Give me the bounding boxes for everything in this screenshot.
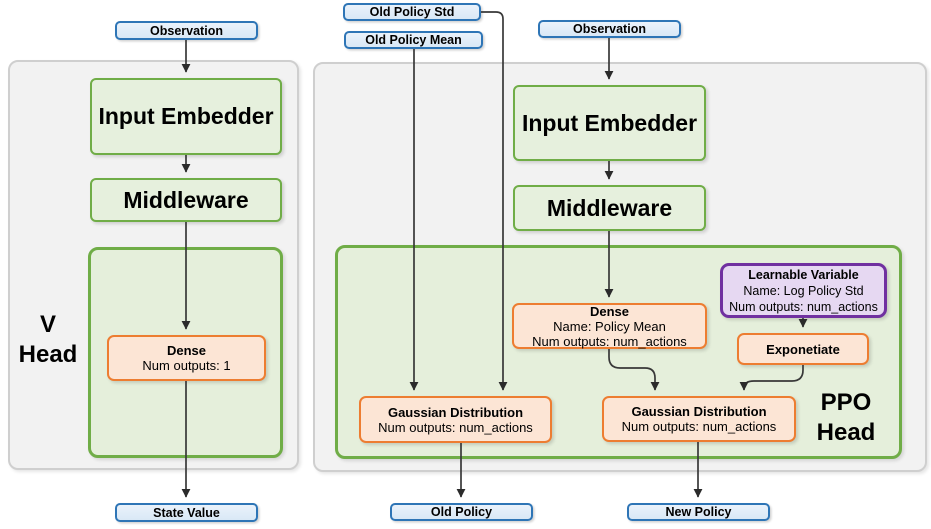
ppo-dense-name: Name: Policy Mean <box>553 318 666 334</box>
old-policy-pill: Old Policy <box>390 503 533 521</box>
state-value-label: State Value <box>153 505 220 520</box>
state-value-pill: State Value <box>115 503 258 522</box>
v-head-label-line2: Head <box>18 341 78 368</box>
exponetiate-label: Exponetiate <box>766 341 840 357</box>
old-policy-std-pill: Old Policy Std <box>343 3 481 21</box>
v-input-embedder-label: Input Embedder <box>98 103 274 129</box>
gaussian-old-title: Gaussian Distribution <box>387 404 524 420</box>
gaussian-old-num-outputs: Num outputs: num_actions <box>378 419 533 435</box>
gaussian-distribution-old-box: Gaussian Distribution Num outputs: num_a… <box>359 396 552 443</box>
old-policy-mean-label: Old Policy Mean <box>365 33 462 47</box>
v-observation-pill: Observation <box>115 21 258 40</box>
ppo-middleware-box: Middleware <box>513 185 706 231</box>
ppo-dense-num-outputs: Num outputs: num_actions <box>532 333 687 349</box>
v-input-embedder-box: Input Embedder <box>90 78 282 155</box>
ppo-input-embedder-box: Input Embedder <box>513 85 706 161</box>
learnable-variable-num-outputs: Num outputs: num_actions <box>729 299 878 314</box>
new-policy-label: New Policy <box>665 505 732 519</box>
learnable-variable-name: Name: Log Policy Std <box>743 283 864 298</box>
ppo-head-label-line1: PPO <box>820 389 872 416</box>
v-head-label-line1: V <box>39 311 56 338</box>
ppo-head-label: PPO Head <box>796 388 896 448</box>
v-dense-box: Dense Num outputs: 1 <box>107 335 266 381</box>
old-policy-mean-pill: Old Policy Mean <box>344 31 483 49</box>
old-policy-label: Old Policy <box>430 505 493 519</box>
gaussian-distribution-new-box: Gaussian Distribution Num outputs: num_a… <box>602 396 796 442</box>
ppo-middleware-label: Middleware <box>546 194 673 221</box>
learnable-variable-box: Learnable Variable Name: Log Policy Std … <box>720 263 887 318</box>
old-policy-std-label: Old Policy Std <box>369 5 455 19</box>
ppo-observation-label: Observation <box>573 22 646 36</box>
ppo-dense-title: Dense <box>589 303 630 319</box>
exponetiate-box: Exponetiate <box>737 333 869 365</box>
ppo-observation-pill: Observation <box>538 20 681 38</box>
v-dense-title: Dense <box>166 343 207 358</box>
gaussian-new-title: Gaussian Distribution <box>631 404 767 419</box>
ppo-input-embedder-label: Input Embedder <box>521 109 698 136</box>
v-middleware-box: Middleware <box>90 178 282 222</box>
v-middleware-label: Middleware <box>123 186 249 213</box>
new-policy-pill: New Policy <box>627 503 770 521</box>
learnable-variable-title: Learnable Variable <box>748 267 859 282</box>
v-dense-num-outputs: Num outputs: 1 <box>142 358 231 373</box>
v-observation-label: Observation <box>150 23 223 38</box>
ppo-dense-box: Dense Name: Policy Mean Num outputs: num… <box>512 303 707 349</box>
gaussian-new-num-outputs: Num outputs: num_actions <box>621 419 777 434</box>
v-head-label: V Head <box>0 310 96 370</box>
ppo-head-label-line2: Head <box>816 419 876 446</box>
